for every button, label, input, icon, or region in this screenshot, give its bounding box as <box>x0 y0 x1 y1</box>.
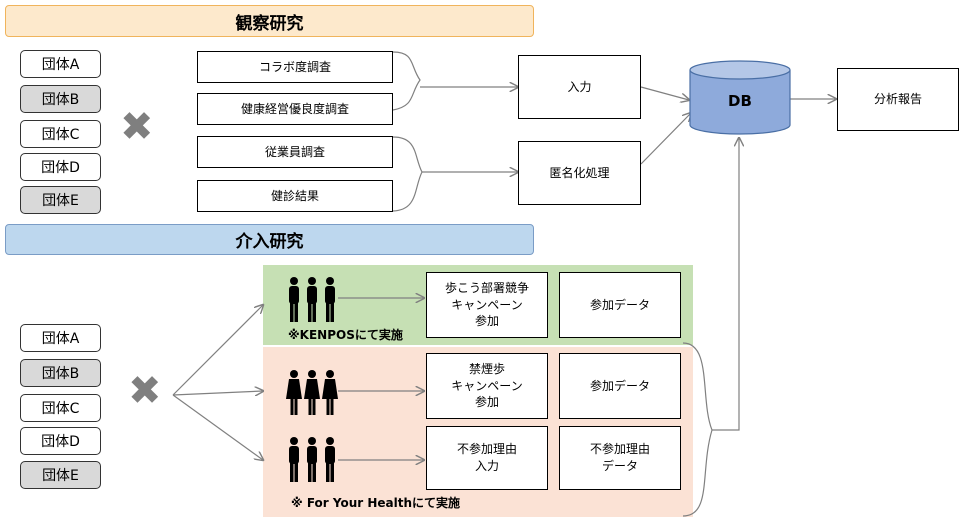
survey-collab: コラボ度調査 <box>197 51 393 83</box>
survey-health-checkup: 健診結果 <box>197 180 393 212</box>
cross-icon: ✖ <box>120 104 154 150</box>
nonparticipation-input-line-2: 入力 <box>474 459 499 473</box>
nonparticipation-input-box: 不参加理由 入力 <box>426 426 548 490</box>
obs-group-e: 団体E <box>20 186 101 214</box>
no-smoking-campaign-line-3: 参加 <box>474 395 499 410</box>
nonparticipation-data-line-2: データ <box>601 459 638 473</box>
analysis-report-box: 分析報告 <box>837 68 959 131</box>
cross-icon: ✖ <box>128 368 162 414</box>
no-smoking-campaign-line-2: キャンペーン <box>451 378 523 393</box>
survey-employee: 従業員調査 <box>197 136 393 168</box>
nonparticipation-data-box: 不参加理由 データ <box>559 426 681 490</box>
people-icon <box>289 437 335 482</box>
people-icon <box>289 277 335 322</box>
walking-campaign-line-3: 参加 <box>474 314 499 329</box>
observational-study-title: 観察研究 <box>5 5 534 37</box>
kenpos-note: ※KENPOSにて実施 <box>288 328 403 342</box>
anonymize-box: 匿名化処理 <box>518 141 641 205</box>
db-label: DB <box>728 92 752 110</box>
int-group-a: 団体A <box>20 324 101 352</box>
obs-group-a: 団体A <box>20 50 101 78</box>
obs-group-b: 団体B <box>20 85 101 113</box>
int-group-c: 団体C <box>20 394 101 422</box>
walking-campaign-line-1: 歩こう部署競争 <box>444 280 529 295</box>
no-smoking-campaign-box: 禁煙歩 キャンペーン 参加 <box>426 353 548 419</box>
obs-group-d: 団体D <box>20 153 101 181</box>
survey-health-management: 健康経営優良度調査 <box>197 93 393 125</box>
nonparticipation-data-line-1: 不参加理由 <box>589 442 650 457</box>
input-box: 入力 <box>518 55 641 119</box>
int-group-d: 団体D <box>20 427 101 455</box>
walking-campaign-box: 歩こう部署競争 キャンペーン 参加 <box>426 272 548 338</box>
no-smoking-campaign-line-1: 禁煙歩 <box>468 361 505 376</box>
walking-campaign-line-2: キャンペーン <box>451 297 523 312</box>
obs-group-c: 団体C <box>20 120 101 148</box>
people-icon <box>286 370 338 415</box>
participation-data-box-2: 参加データ <box>559 353 681 419</box>
nonparticipation-input-line-1: 不参加理由 <box>456 442 517 457</box>
participation-data-box: 参加データ <box>559 272 681 338</box>
intervention-study-title: 介入研究 <box>5 224 534 255</box>
fyh-note: ※ For Your Healthにて実施 <box>291 496 461 510</box>
int-group-e: 団体E <box>20 461 101 489</box>
int-group-b: 団体B <box>20 359 101 387</box>
